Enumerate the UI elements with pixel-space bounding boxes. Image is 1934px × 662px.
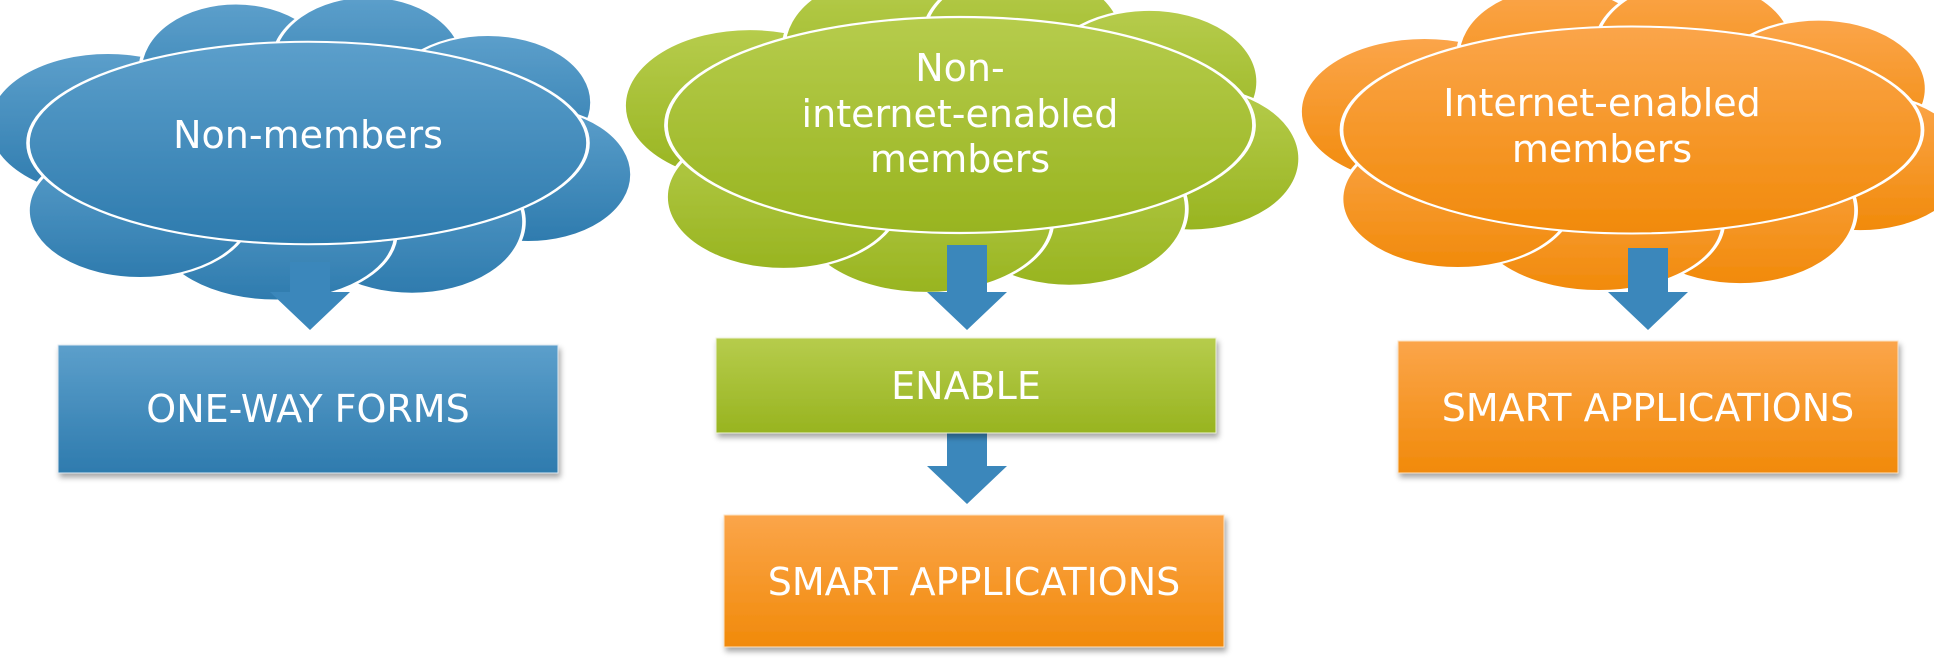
cloud-label-non-members: Non-members — [108, 113, 508, 159]
box-smart-applications-right — [1397, 340, 1899, 474]
cloud-label-line: Non- — [915, 46, 1005, 90]
cloud-label-line: internet-enabled — [801, 91, 1119, 136]
cloud-label-line: members — [1511, 126, 1693, 171]
box-smart-applications-middle — [723, 514, 1225, 648]
cloud-label-line: members — [869, 137, 1051, 182]
down-arrow-icon — [927, 245, 1007, 330]
box-label-smart-applications-right: SMART APPLICATIONS — [1441, 386, 1855, 430]
down-arrow-icon — [1608, 248, 1688, 330]
down-arrow-icon — [270, 262, 350, 330]
box-label-enable: ENABLE — [891, 364, 1041, 408]
box-one-way-forms — [57, 344, 559, 474]
down-arrow-icon — [927, 432, 1007, 504]
cloud-label-line: Internet-enabled — [1443, 81, 1761, 125]
box-enable — [715, 337, 1217, 434]
cloud-label-non-internet-enabled-members: Non- internet-enabled members — [745, 46, 1175, 183]
box-label-one-way-forms: ONE-WAY FORMS — [146, 387, 470, 431]
cloud-label-internet-enabled-members: Internet-enabled members — [1392, 81, 1812, 172]
box-label-smart-applications-middle: SMART APPLICATIONS — [767, 560, 1181, 604]
cloud-label-line: Non-members — [173, 113, 443, 157]
